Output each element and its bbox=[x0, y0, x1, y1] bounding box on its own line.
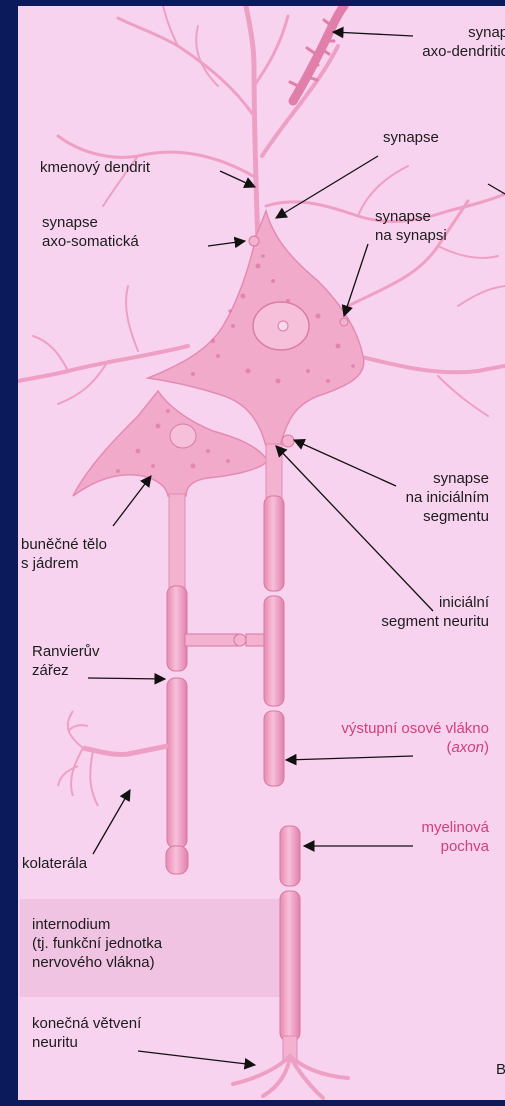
arrow-axosomatic bbox=[208, 241, 245, 246]
terminal-branches bbox=[233, 1056, 348, 1098]
main-myelin-2 bbox=[264, 596, 284, 706]
arrow-ranvier bbox=[88, 678, 165, 679]
arrow-synapse-top bbox=[276, 156, 378, 218]
arrow-synapse-right bbox=[488, 184, 505, 194]
arrow-syn-on-syn bbox=[344, 244, 368, 316]
label-corner-letter: B bbox=[496, 1060, 505, 1079]
arrow-kolaterala bbox=[93, 790, 130, 854]
main-myelin-1 bbox=[264, 496, 284, 591]
label-synapse-top: synapse bbox=[383, 128, 439, 147]
label-axon: výstupní osové vlákno (axon) bbox=[288, 719, 489, 757]
arrow-axodendritic bbox=[333, 32, 413, 36]
left-myelin-2 bbox=[167, 678, 187, 848]
left-myelin-1 bbox=[167, 586, 187, 671]
arrow-konecna bbox=[138, 1051, 255, 1065]
arrow-bunecne bbox=[113, 476, 151, 526]
label-kmenovy-dendrit: kmenový dendrit bbox=[40, 158, 150, 177]
label-kolaterala: kolaterála bbox=[22, 854, 87, 873]
main-myelin-3 bbox=[264, 711, 284, 786]
lower-soma bbox=[73, 391, 268, 496]
